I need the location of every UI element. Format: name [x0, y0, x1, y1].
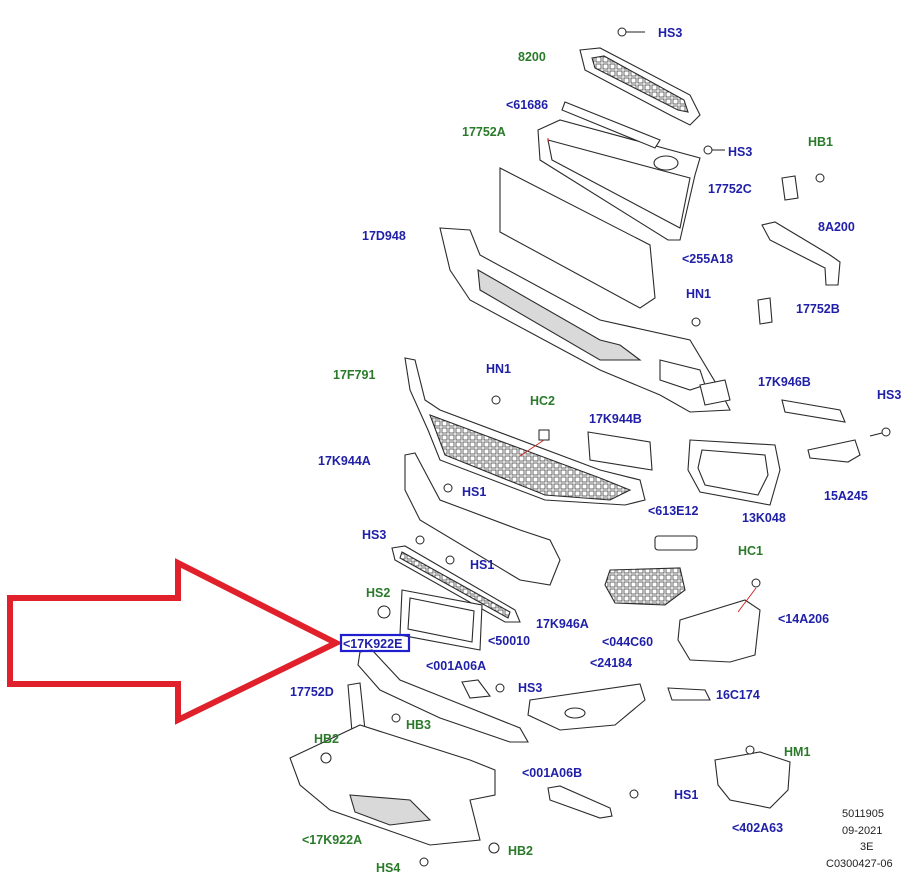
label-hs3: HS3 [877, 388, 901, 402]
highlight-arrow [7, 558, 343, 725]
label-hb2: HB2 [508, 844, 533, 858]
part-16C174-clip [667, 687, 711, 701]
part-13K048-bezel [687, 439, 781, 506]
label-17K946B: 17K946B [758, 375, 811, 389]
part-17752A-grille-frame [537, 101, 701, 241]
part-255A18-panel [499, 167, 656, 309]
label-255A18: <255A18 [682, 252, 733, 266]
part-17752B-clip [757, 297, 773, 325]
label-13K048: 13K048 [742, 511, 786, 525]
label-17752A: 17752A [462, 125, 506, 139]
part-17K946B-trim [781, 399, 846, 423]
highlight-box-17K922E [339, 633, 411, 653]
label-24184: <24184 [590, 656, 632, 670]
label-001A06A: <001A06A [426, 659, 486, 673]
label-61686: <61686 [506, 98, 548, 112]
label-hs3: HS3 [658, 26, 682, 40]
label-17F791: 17F791 [333, 368, 375, 382]
label-hs2: HS2 [366, 586, 390, 600]
label-17K922E: <17K922E [343, 637, 402, 651]
part-17F791-lower-grille [404, 357, 646, 506]
label-hb1: HB1 [808, 135, 833, 149]
label-16C174: 16C174 [716, 688, 760, 702]
label-hb3: HB3 [406, 718, 431, 732]
ref-line-4: C0300427-06 [826, 858, 893, 870]
part-044C60-grille-insert [604, 567, 686, 606]
label-17K944B: 17K944B [589, 412, 642, 426]
label-17D948: 17D948 [362, 229, 406, 243]
part-14A206-side-bracket [677, 599, 761, 663]
label-hs1: HS1 [674, 788, 698, 802]
part-17K944B-cover [587, 431, 653, 471]
label-hc2: HC2 [530, 394, 555, 408]
label-hm1: HM1 [784, 745, 810, 759]
ref-line-2: 09-2021 [842, 825, 882, 837]
label-hs3: HS3 [362, 528, 386, 542]
label-hb2: HB2 [314, 732, 339, 746]
label-001A06B: <001A06B [522, 766, 582, 780]
part-001A06B-trim [547, 785, 613, 819]
label-hn1: HN1 [486, 362, 511, 376]
label-14A206: <14A206 [778, 612, 829, 626]
leader-lines [519, 138, 757, 613]
label-hs3: HS3 [518, 681, 542, 695]
label-hs4: HS4 [376, 861, 400, 874]
label-50010: <50010 [488, 634, 530, 648]
drawing-reference: 5011905 09-2021 3E C0300427-06 [826, 808, 893, 870]
ref-line-1: 5011905 [842, 808, 884, 820]
part-17752C-bracket [781, 175, 799, 201]
fasteners [320, 27, 891, 867]
label-17K944A: 17K944A [318, 454, 371, 468]
label-17752D: 17752D [290, 685, 334, 699]
label-402A63: <402A63 [732, 821, 783, 835]
ref-line-3: 3E [860, 841, 873, 853]
part-402A63-duct [714, 751, 791, 809]
part-50010-plate-bracket [399, 589, 483, 651]
label-15A245: 15A245 [824, 489, 868, 503]
label-17K922A: <17K922A [302, 833, 362, 847]
part-17K944A-lower-section [404, 452, 561, 586]
part-8A200-bracket [761, 221, 841, 286]
label-17K946A: 17K946A [536, 617, 589, 631]
label-17752B: 17752B [796, 302, 840, 316]
label-hs3: HS3 [728, 145, 752, 159]
part-001A06A-clip [461, 679, 492, 699]
callout-labels: HS3 8200 <61686 17752A HS3 HB1 17752C 17… [290, 26, 901, 874]
part-8200-upper-grille [579, 47, 701, 126]
label-hc1: HC1 [738, 544, 763, 558]
label-8200: 8200 [518, 50, 546, 64]
part-17K946A-trim [391, 545, 521, 623]
part-24184-corner-trim [527, 683, 646, 731]
label-8A200: 8A200 [818, 220, 855, 234]
part-613E12-lamp [654, 535, 698, 551]
part-17752D-bracket [347, 682, 366, 733]
label-613E12: <613E12 [648, 504, 698, 518]
part-15A245-bracket [807, 439, 861, 463]
part-17D948-bumper-cover [439, 227, 731, 413]
label-17752C: 17752C [708, 182, 752, 196]
label-hs1: HS1 [462, 485, 486, 499]
part-17K922E-skid-plate [357, 649, 529, 743]
label-hn1: HN1 [686, 287, 711, 301]
label-044C60: <044C60 [602, 635, 653, 649]
part-17K922A-undertray [289, 724, 496, 846]
label-hs1: HS1 [470, 558, 494, 572]
